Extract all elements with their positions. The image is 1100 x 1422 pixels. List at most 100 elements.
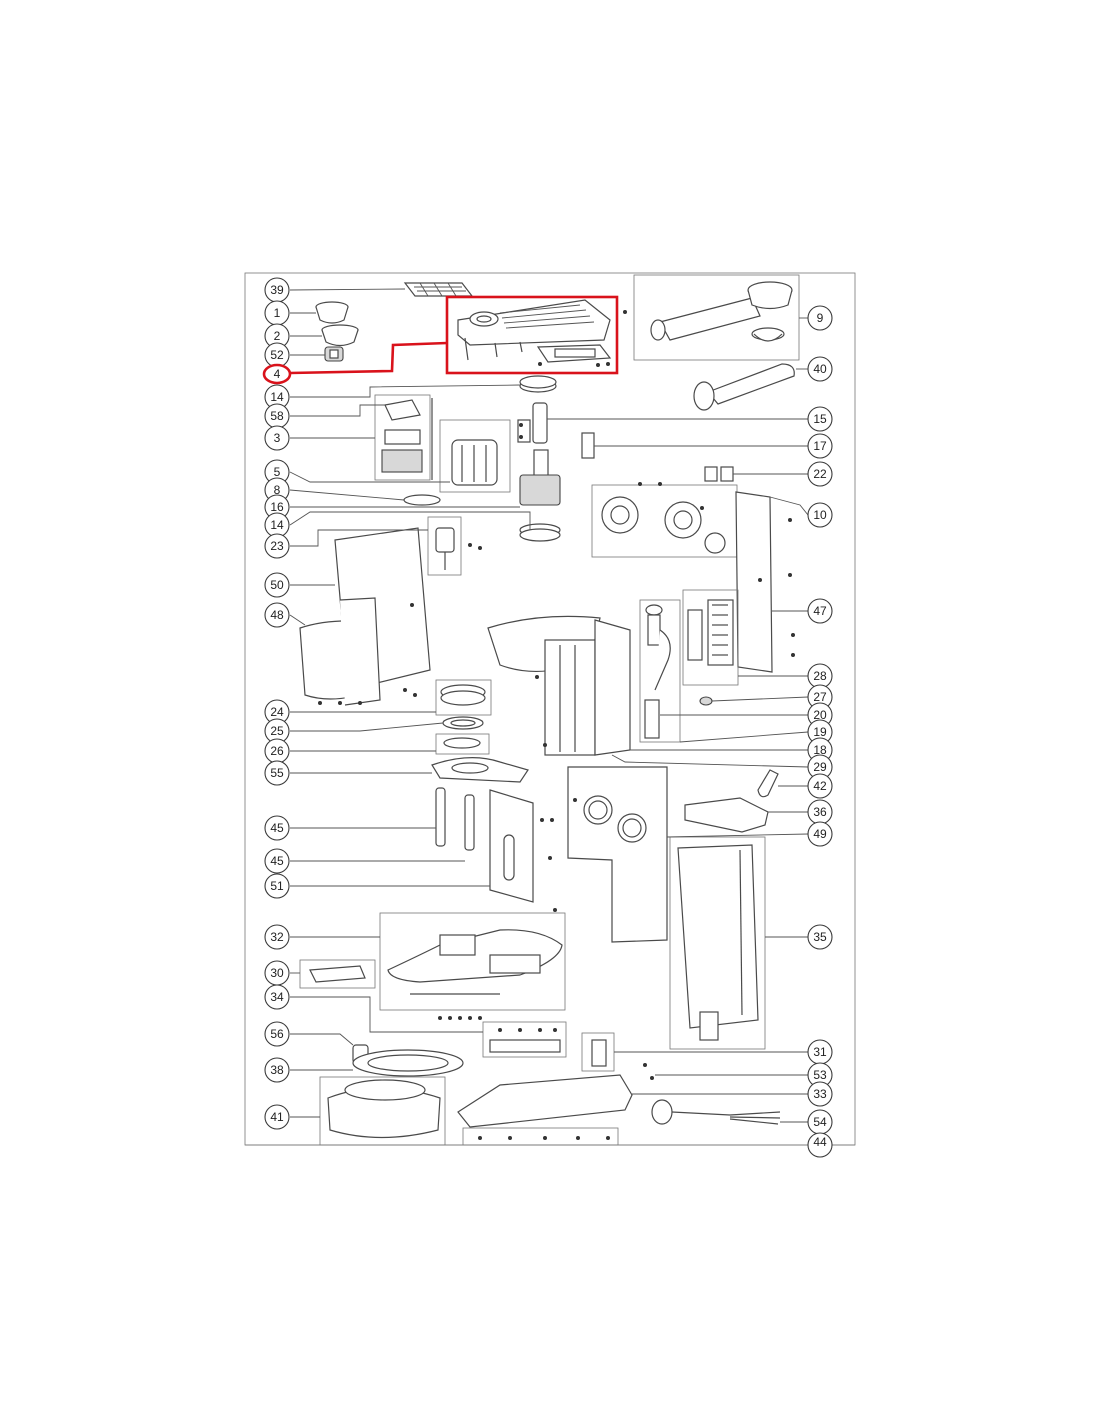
callout-26: 26 (264, 738, 290, 764)
callout-1: 1 (264, 300, 290, 326)
part-fascia-49 (567, 766, 668, 943)
callout-16: 16 (264, 494, 290, 520)
part-base-32 (379, 912, 566, 1011)
callout-41: 41 (264, 1104, 290, 1130)
callout-24-text: 24 (270, 705, 284, 719)
part-plate-8 (403, 494, 441, 506)
highlight-box-part-4 (445, 295, 619, 375)
callout-49-text: 49 (813, 827, 827, 841)
callout-18-text: 18 (813, 743, 827, 757)
part-steam-valve-20 (639, 599, 681, 743)
callout-40: 40 (807, 356, 833, 382)
callout-25-text: 25 (270, 724, 284, 738)
callout-53-text: 53 (813, 1068, 827, 1082)
callout-44: 44 (807, 1132, 833, 1158)
callout-20-text: 20 (813, 708, 827, 722)
callout-19: 19 (807, 719, 833, 745)
callout-34-text: 34 (270, 990, 284, 1004)
callout-58: 58 (264, 403, 290, 429)
part-pump-16 (519, 449, 561, 542)
callout-32-text: 32 (270, 930, 284, 944)
part-valve-15 (517, 402, 548, 444)
callout-19-text: 19 (813, 725, 827, 739)
part-filter-2 (321, 324, 359, 347)
callout-56: 56 (264, 1021, 290, 1047)
callout-8-text: 8 (274, 483, 281, 497)
callout-47-text: 47 (813, 604, 827, 618)
part-valve-52 (324, 346, 344, 362)
callout-29-text: 29 (813, 760, 827, 774)
callout-36: 36 (807, 799, 833, 825)
part-rod-45b (464, 794, 475, 851)
callout-33-text: 33 (813, 1087, 827, 1101)
callout-29: 29 (807, 754, 833, 780)
part-filter-1 (315, 301, 349, 324)
callout-39: 39 (264, 277, 290, 303)
callout-53: 53 (807, 1062, 833, 1088)
callout-22-text: 22 (813, 467, 827, 481)
part-control-board-3 (374, 394, 433, 481)
callout-40-text: 40 (813, 362, 827, 376)
callout-28: 28 (807, 663, 833, 689)
callout-36-text: 36 (813, 805, 827, 819)
part-base-33 (457, 1063, 654, 1146)
part-gasket-14 (519, 375, 557, 393)
part-ring-26 (435, 733, 490, 755)
part-water-tank-35 (669, 836, 766, 1050)
part-heat-exchanger-28 (682, 589, 739, 686)
callout-30: 30 (264, 960, 290, 986)
callout-38: 38 (264, 1057, 290, 1083)
callout-26-text: 26 (270, 744, 284, 758)
part-valve-block-23 (427, 516, 482, 576)
callout-31: 31 (807, 1039, 833, 1065)
callout-52-text: 52 (270, 348, 284, 362)
callout-33: 33 (807, 1081, 833, 1107)
callout-49: 49 (807, 821, 833, 847)
callout-31-text: 31 (813, 1045, 827, 1059)
part-screw-set-34 (438, 1016, 567, 1058)
part-grid-38 (352, 1049, 464, 1077)
callout-4-highlighted: 4 (262, 363, 292, 385)
callout-41-text: 41 (270, 1110, 284, 1124)
callout-27-text: 27 (813, 690, 827, 704)
callout-51: 51 (264, 873, 290, 899)
callout-2: 2 (264, 323, 290, 349)
callout-9-text: 9 (817, 311, 824, 325)
part-frame-29 (487, 615, 631, 756)
leader-lines (289, 288, 809, 1123)
callout-32: 32 (264, 924, 290, 950)
part-back-panel-47 (735, 491, 795, 673)
callout-10-text: 10 (813, 508, 827, 522)
callout-44-text: 44 (813, 1135, 827, 1149)
part-heater-group-10 (591, 482, 738, 558)
callout-4-text: 4 (274, 367, 281, 381)
callout-14b-text: 14 (270, 518, 284, 532)
callout-55: 55 (264, 760, 290, 786)
callout-30-text: 30 (270, 966, 284, 980)
callout-52: 52 (264, 342, 290, 368)
callout-17: 17 (807, 433, 833, 459)
part-cap-36 (684, 797, 769, 833)
callout-56-text: 56 (270, 1027, 284, 1041)
callout-48: 48 (264, 602, 290, 628)
part-valve-31 (581, 1032, 615, 1072)
part-boiler-5 (439, 419, 511, 493)
callout-34: 34 (264, 984, 290, 1010)
callout-2-text: 2 (274, 329, 281, 343)
callout-14b: 14 (264, 512, 290, 538)
part-power-cord-54 (651, 1099, 781, 1125)
callout-3: 3 (264, 425, 290, 451)
callout-35-text: 35 (813, 930, 827, 944)
callout-28-text: 28 (813, 669, 827, 683)
callout-10: 10 (807, 502, 833, 528)
callout-35: 35 (807, 924, 833, 950)
part-top-cover-4 (457, 299, 612, 367)
callout-16-text: 16 (270, 500, 284, 514)
callout-51-text: 51 (270, 879, 284, 893)
part-grid-39 (403, 282, 474, 297)
part-ring-25 (442, 716, 484, 730)
callout-50: 50 (264, 572, 290, 598)
callout-22: 22 (807, 461, 833, 487)
part-front-panel-48 (299, 597, 381, 706)
